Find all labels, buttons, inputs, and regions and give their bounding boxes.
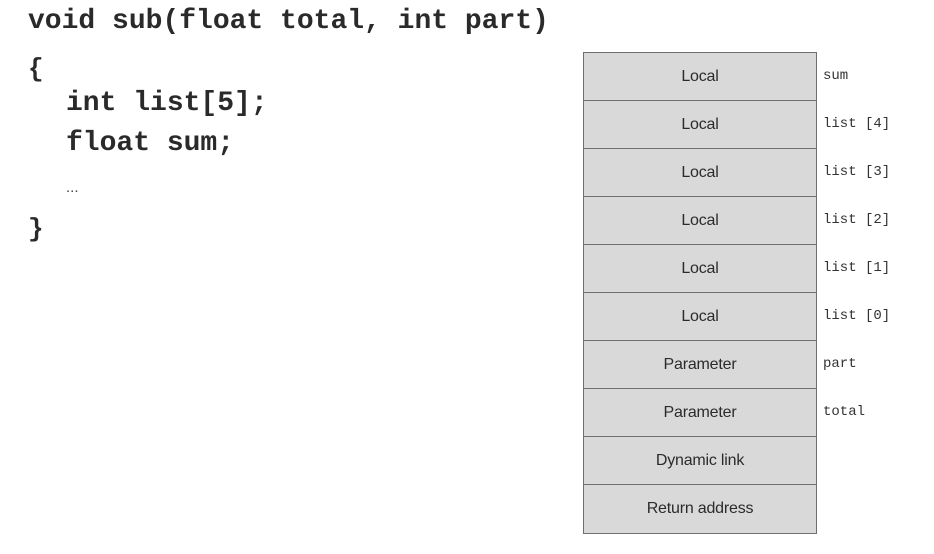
var-label-empty-1 [823,436,933,484]
stack-cell-local-list1: Local [584,245,816,293]
stack-cell-local-sum: Local [584,53,816,101]
sum-declaration: float sum; [66,128,235,159]
stack-cell-dynamic-link: Dynamic link [584,437,816,485]
stack-cell-param-total: Parameter [584,389,816,437]
var-label-list4: list [4] [823,116,891,132]
var-label-list2: list [2] [823,212,891,228]
stack-cell-local-list2: Local [584,197,816,245]
open-brace: { [28,54,44,84]
var-label-sum: sum [823,68,849,84]
stack-cell-local-list0: Local [584,293,816,341]
var-label-part: part [823,356,857,372]
stack-cell-local-list4: Local [584,101,816,149]
stack-cell-param-part: Parameter [584,341,816,389]
var-label-list3: list [3] [823,164,891,180]
list-declaration: int list[5]; [66,88,268,119]
code-ellipsis: ... [66,179,79,196]
function-signature: void sub(float total, int part) [28,6,549,37]
var-label-list1: list [1] [823,260,891,276]
var-label-list0: list [0] [823,308,891,324]
stack-variable-labels: sum list [4] list [3] list [2] list [1] … [823,52,933,532]
close-brace: } [28,214,44,244]
stack-cell-return-address: Return address [646,500,754,517]
var-label-empty-2 [823,484,933,532]
stack-cell-local-list3: Local [584,149,816,197]
activation-record: Local Local Local Local Local Local Para… [583,52,817,534]
var-label-total: total [823,404,866,420]
